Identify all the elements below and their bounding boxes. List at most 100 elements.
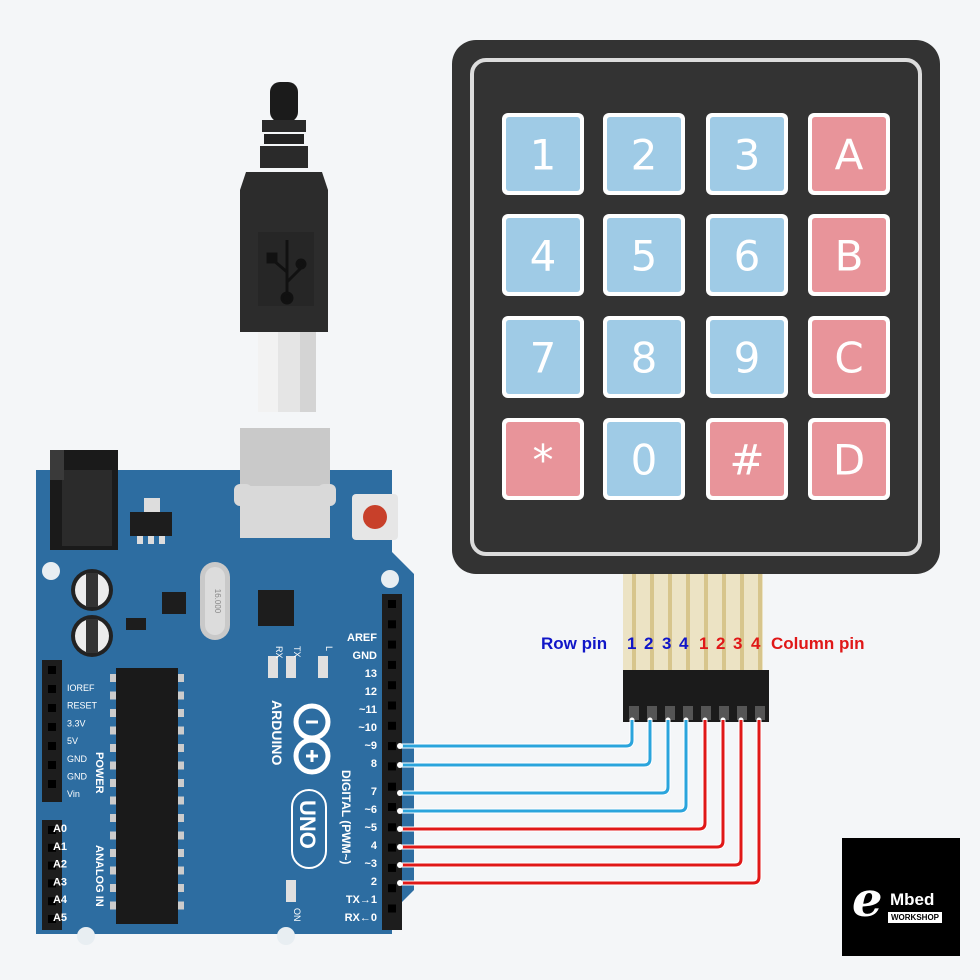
- digital-pin-label: 8: [371, 758, 377, 770]
- connector-pin: [629, 706, 639, 720]
- digital-pin-label: 13: [365, 668, 377, 680]
- connector-pin: [647, 706, 657, 720]
- key-a[interactable]: A: [808, 113, 890, 195]
- column-wire: [400, 720, 743, 867]
- key-8[interactable]: 8: [603, 316, 685, 398]
- wires: [397, 717, 762, 886]
- crystal-label: 16.000: [213, 589, 222, 614]
- logo-text: Mbed: [890, 890, 935, 909]
- key-label: #: [729, 436, 764, 485]
- board-model: UNO: [295, 800, 320, 849]
- connector-pin: [737, 706, 747, 720]
- column-wire: [400, 720, 725, 849]
- key-7[interactable]: 7: [502, 316, 584, 398]
- column-wire: [400, 720, 761, 885]
- row-pin-2: 2: [644, 634, 653, 653]
- key-3[interactable]: 3: [706, 113, 788, 195]
- digital-pin-label: ~3: [364, 858, 377, 870]
- key-label: 7: [530, 334, 557, 383]
- digital-pin-label: ~6: [364, 804, 377, 816]
- key-2[interactable]: 2: [603, 113, 685, 195]
- usb-cable: [240, 82, 328, 412]
- digital-pin-label: AREF: [347, 632, 377, 644]
- connector-pin: [719, 706, 729, 720]
- led-label-l: L: [324, 646, 334, 651]
- key-label: 2: [631, 131, 658, 180]
- digital-pin-label: ~11: [359, 704, 377, 716]
- ribbon-trace: [704, 572, 708, 672]
- key-label: D: [833, 436, 865, 485]
- digital-pin-label: 2: [371, 876, 377, 888]
- column-pin-label: Column pin: [771, 634, 864, 653]
- digital-pin-label: 7: [371, 786, 377, 798]
- key-star[interactable]: *: [502, 418, 584, 500]
- analog-pin-label: A4: [53, 894, 68, 906]
- power-pin-label: GND: [67, 754, 88, 764]
- digital-pin-label: GND: [353, 650, 378, 662]
- key-5[interactable]: 5: [603, 214, 685, 296]
- key-c[interactable]: C: [808, 316, 890, 398]
- analog-header-label: ANALOG IN: [93, 845, 105, 907]
- ribbon-trace: [722, 572, 726, 672]
- key-label: 8: [631, 334, 658, 383]
- connector-pin: [665, 706, 675, 720]
- digital-pin-label: ~9: [364, 740, 377, 752]
- key-9[interactable]: 9: [706, 316, 788, 398]
- key-label: 6: [734, 232, 761, 281]
- digital-pin-label: RX←0: [345, 912, 377, 924]
- connector-pin: [683, 706, 693, 720]
- arduino-board: 16.000 RX TX L ON ARDUINO UNO DIGITAL (P…: [36, 428, 414, 945]
- usb-symbol-icon: [266, 240, 307, 305]
- key-hash[interactable]: #: [706, 418, 788, 500]
- on-label: ON: [292, 908, 302, 922]
- row-wire: [400, 720, 688, 813]
- analog-pin-label: A3: [53, 876, 67, 888]
- digital-header-label: DIGITAL (PWM~): [339, 770, 353, 865]
- ribbon-trace: [740, 572, 744, 672]
- power-pin-label: GND: [67, 772, 88, 782]
- digital-pin-label: ~10: [358, 722, 377, 734]
- power-header-label: POWER: [93, 752, 105, 794]
- column-pin-1: 1: [699, 634, 708, 653]
- keypad-connector: [623, 670, 769, 722]
- key-4[interactable]: 4: [502, 214, 584, 296]
- embed-workshop-logo: e Mbed WORKSHOP: [842, 838, 960, 956]
- ribbon-trace: [668, 572, 672, 672]
- power-pin-label: 3.3V: [67, 718, 86, 728]
- connector-pin: [755, 706, 765, 720]
- key-1[interactable]: 1: [502, 113, 584, 195]
- header-holes: [48, 600, 396, 923]
- key-6[interactable]: 6: [706, 214, 788, 296]
- ribbon-trace: [650, 572, 654, 672]
- connector-pin: [701, 706, 711, 720]
- analog-pin-label: A5: [53, 912, 67, 924]
- key-label: 4: [530, 232, 557, 281]
- pin-legend: Row pin 1 2 3 4 1 2 3 4 Column pin: [541, 634, 864, 653]
- power-pin-label: IOREF: [67, 683, 95, 693]
- key-label: 9: [734, 334, 761, 383]
- ribbon-trace: [758, 572, 762, 672]
- keypad-ribbon: [623, 572, 763, 672]
- row-pin-label: Row pin: [541, 634, 607, 653]
- power-pin-label: Vin: [67, 789, 80, 799]
- key-d[interactable]: D: [808, 418, 890, 500]
- key-b[interactable]: B: [808, 214, 890, 296]
- key-label: 0: [631, 436, 658, 485]
- key-0[interactable]: 0: [603, 418, 685, 500]
- digital-header: [382, 594, 402, 930]
- column-wire: [400, 720, 707, 831]
- ribbon-trace: [632, 572, 636, 672]
- logo-letter: e: [852, 872, 883, 928]
- analog-header: [42, 820, 62, 930]
- key-label: 1: [530, 131, 557, 180]
- analog-pin-label: A0: [53, 823, 67, 835]
- digital-pin-label: 4: [371, 840, 378, 852]
- key-label: *: [533, 436, 554, 485]
- digital-pin-label: ~5: [364, 822, 377, 834]
- row-pin-1: 1: [627, 634, 636, 653]
- arduino-logo-icon: [293, 703, 331, 775]
